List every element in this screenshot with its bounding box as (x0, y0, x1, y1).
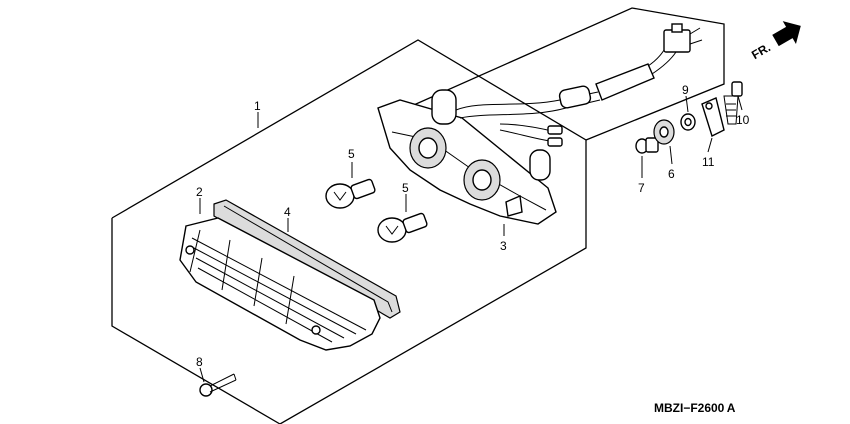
bolt (723, 81, 743, 125)
screw (199, 373, 237, 397)
callout-5-upper: 5 (348, 147, 355, 161)
diagram-code: MBZI−F2600 A (654, 401, 736, 415)
callout-3: 3 (500, 239, 507, 253)
callout-9: 9 (682, 83, 689, 97)
assembly-frame (111, 7, 725, 424)
bulb-upper (325, 178, 376, 209)
callout-7: 7 (638, 181, 645, 195)
callout-1: 1 (254, 99, 261, 113)
bulb-lower (377, 212, 428, 243)
callout-11: 11 (702, 155, 715, 169)
callout-10: 10 (736, 113, 750, 127)
front-direction-indicator: FR. (749, 21, 801, 62)
washer (680, 113, 696, 131)
callout-8: 8 (196, 355, 203, 369)
arrow-right-icon (772, 21, 801, 47)
callout-6: 6 (668, 167, 675, 181)
grommet (653, 119, 675, 145)
collar (635, 137, 659, 154)
callout-2: 2 (196, 185, 203, 199)
leader-lines (199, 95, 743, 383)
socket-housing (377, 89, 557, 225)
callout-5-lower: 5 (402, 181, 409, 195)
stay (701, 97, 725, 137)
front-label: FR. (749, 40, 773, 62)
callout-4: 4 (284, 205, 291, 219)
tail-lens (179, 217, 381, 351)
wire-harness (455, 23, 703, 147)
